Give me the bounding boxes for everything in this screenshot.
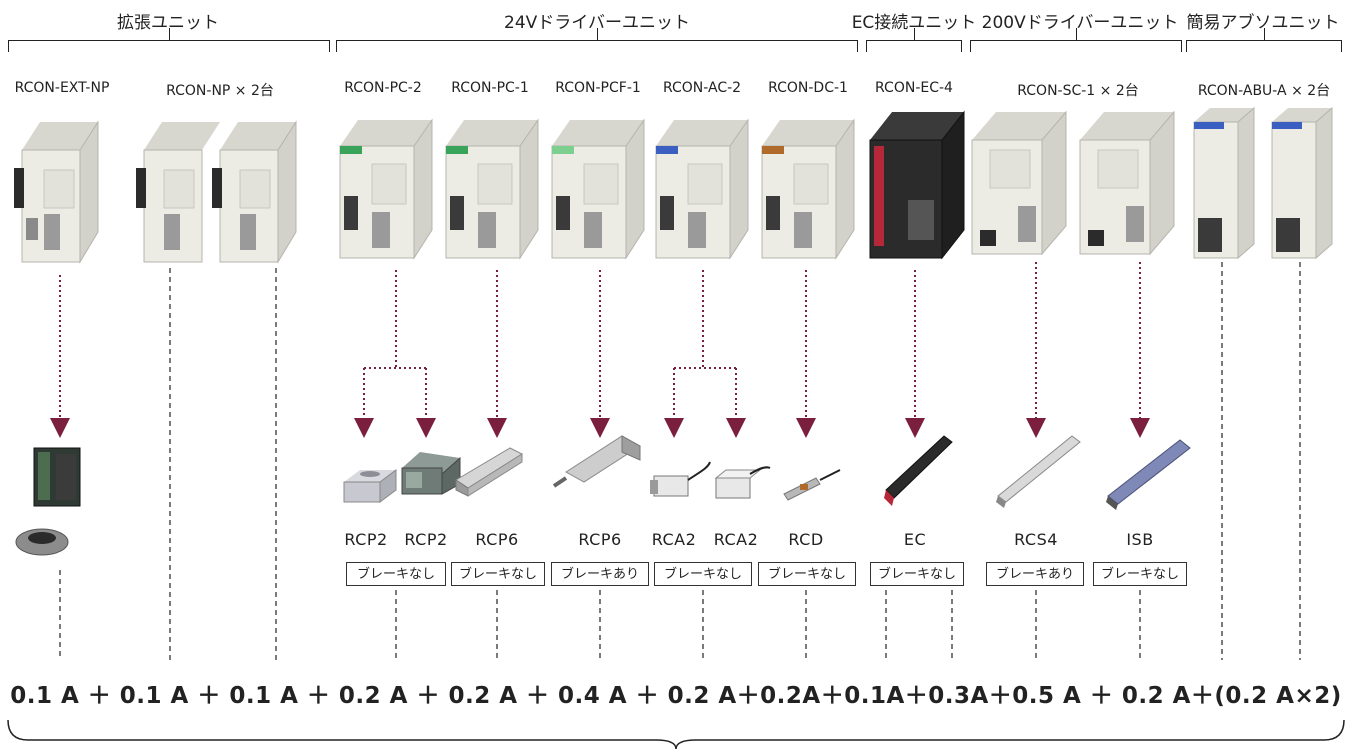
model-rcon-ec-4: RCON-EC-4 [875,80,953,96]
current-sum-formula: 0.1 A ＋ 0.1 A ＋ 0.1 A ＋ 0.2 A ＋ 0.2 A ＋ … [10,683,1342,709]
brake-box-rcp6-b: ブレーキあり [551,562,649,586]
unit-image-ext-np [14,120,99,264]
actuator-image-rcp2-a [343,469,397,503]
actuator-image-isb [1106,439,1191,510]
unit-image-abu-a-2 [1271,106,1333,260]
actuator-label-isb: ISB [1126,530,1154,549]
model-rcon-pcf-1: RCON-PCF-1 [555,80,641,96]
brake-box-rcd: ブレーキなし [758,562,856,586]
unit-image-pc-1 [445,118,539,260]
group-title-ec-connection: EC接続ユニット [851,13,977,33]
brake-box-rcp6-a: ブレーキなし [451,562,545,586]
model-rcon-abu-a: RCON-ABU-A × 2台 [1197,83,1331,99]
actuator-image-rcp6-b [552,435,641,488]
arrow-pc-2 [363,270,427,428]
actuator-images [15,435,1191,556]
actuator-image-rcs4 [996,435,1081,508]
unit-image-pc-2 [339,118,433,260]
actuator-label-rcs4: RCS4 [1014,530,1058,549]
model-rcon-pc-1: RCON-PC-1 [451,80,529,96]
actuator-image-rca2-a [650,461,711,497]
brake-box-rca2: ブレーキなし [654,562,752,586]
unit-image-abu-a-1 [1193,106,1255,260]
actuator-image-rcp6-a [455,447,524,497]
unit-image-np-2 [212,120,297,264]
actuator-image-rcp2-b [401,452,461,495]
actuator-label-rcp6-b: RCP6 [578,530,622,549]
actuator-image-rcd [783,469,841,501]
group-title-expansion: 拡張ユニット [117,13,219,33]
unit-image-ec-4 [869,110,965,260]
actuator-image-rca2-b [714,466,771,499]
brake-box-isb: ブレーキなし [1093,562,1187,586]
brake-box-rcs4: ブレーキあり [986,562,1084,586]
brake-box-ec: ブレーキなし [870,562,964,586]
model-rcon-dc-1: RCON-DC-1 [768,80,848,96]
actuator-label-rca2-b: RCA2 [713,530,759,549]
current-dashed-lines [59,262,1301,660]
actuator-label-rcp2-b: RCP2 [404,530,448,549]
unit-image-dc-1 [761,118,855,260]
model-rcon-np: RCON-NP × 2台 [166,83,274,99]
connection-arrows [50,262,1150,438]
total-brace [7,719,1345,749]
bracket-expansion [8,28,330,52]
arrow-ac-2 [673,270,737,420]
model-rcon-sc-1: RCON-SC-1 × 2台 [1017,83,1139,99]
unit-image-sc-1-b [1079,110,1175,256]
actuator-label-rca2-a: RCA2 [651,530,697,549]
group-title-simple-abs: 簡易アブソユニット [1186,13,1340,33]
group-title-24v-driver: 24Vドライバーユニット [504,13,690,33]
bracket-simple-abs [1186,28,1342,52]
bracket-ec-connection [866,28,962,52]
external-driver-image [15,447,81,556]
model-rcon-pc-2: RCON-PC-2 [344,80,422,96]
brake-box-rcp2: ブレーキなし [346,562,446,586]
actuator-label-rcp6-a: RCP6 [475,530,519,549]
model-rcon-ac-2: RCON-AC-2 [662,80,742,96]
bracket-24v-driver [336,28,858,52]
unit-image-ac-2 [655,118,749,260]
actuator-label-rcd: RCD [788,530,824,549]
unit-image-sc-1-a [971,110,1067,256]
unit-image-pcf-1 [551,118,645,260]
unit-image-np-1 [136,122,220,263]
group-title-200v-driver: 200Vドライバーユニット [981,13,1179,33]
actuator-label-rcp2-a: RCP2 [344,530,388,549]
model-rcon-ext-np: RCON-EXT-NP [14,80,110,96]
actuator-label-ec: EC [903,530,927,549]
actuator-image-ec [884,435,953,506]
bracket-200v-driver [970,28,1182,52]
